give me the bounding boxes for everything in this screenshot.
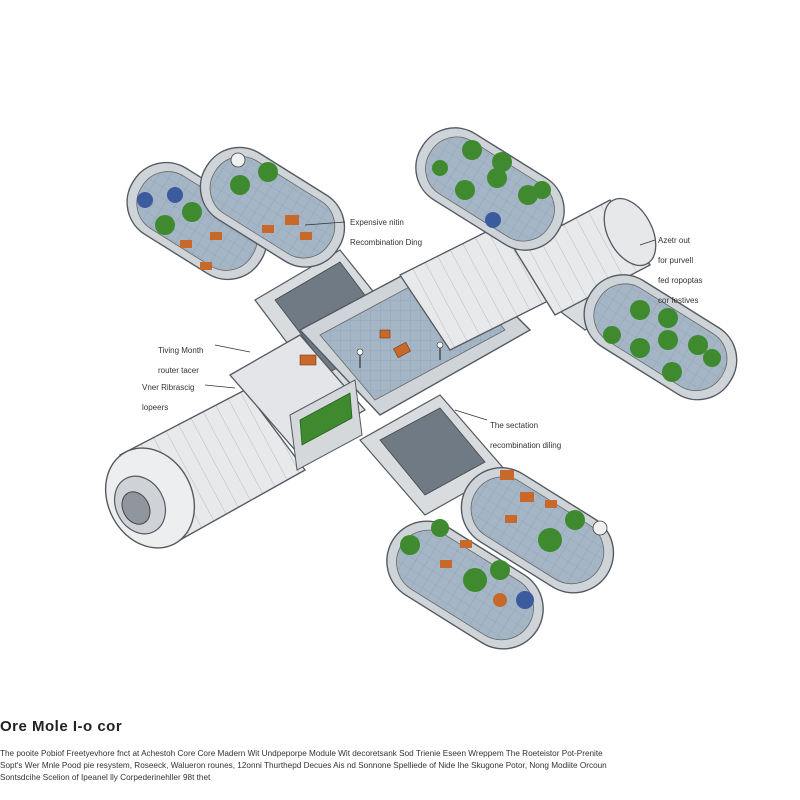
callout-line: lopeers bbox=[142, 403, 169, 412]
callout-line: Recombination Ding bbox=[350, 238, 423, 247]
diagram-title: Ore Mole I-o cor bbox=[0, 718, 123, 735]
callout-right-top: Azetr out for purvell fed ropoptas cor f… bbox=[658, 226, 702, 316]
habitat-pod-bottom-left bbox=[386, 519, 544, 650]
habitat-pod-bottom-right bbox=[460, 467, 615, 594]
caption-line: Sontsdcihe Scelion of Ipeanel lly Corped… bbox=[0, 773, 211, 782]
callout-line: Tiving Month bbox=[158, 346, 204, 355]
callout-left-upper: Tiving Month router tacer bbox=[158, 336, 204, 386]
caption-line: Sopt's Wer Mnle Pood pie resystem, Rosee… bbox=[0, 761, 607, 770]
callout-line: Expensive nitin bbox=[350, 218, 404, 227]
callout-line: router tacer bbox=[158, 366, 199, 375]
callout-left-lower: Vner Ribrascig lopeers bbox=[142, 373, 194, 423]
greenhouse-pod-right bbox=[583, 274, 738, 401]
callout-line: Azetr out bbox=[658, 236, 691, 245]
diagram-caption: The pooite Pobiof Freetyevhore fnct at A… bbox=[0, 748, 790, 784]
callout-line: Vner Ribrascig bbox=[142, 383, 195, 392]
callout-center-right: The sectation recombination diling bbox=[490, 411, 561, 461]
right-cylinder-module bbox=[514, 197, 657, 316]
callout-line: cor festives bbox=[658, 296, 699, 305]
central-hub-module bbox=[228, 224, 551, 471]
callout-top-center: Expensive nitin Recombination Ding bbox=[350, 208, 422, 258]
greenhouse-pod-top-right bbox=[415, 127, 565, 251]
habitat-pod-top-center bbox=[199, 146, 346, 268]
space-station-diagram bbox=[104, 127, 738, 650]
callout-line: fed ropoptas bbox=[658, 276, 703, 285]
callout-leaders bbox=[204, 221, 656, 421]
callout-line: for purvell bbox=[658, 256, 694, 265]
habitat-pod-top-left bbox=[126, 161, 268, 281]
caption-line: The pooite Pobiof Freetyevhore fnct at A… bbox=[0, 749, 603, 758]
callout-line: recombination diling bbox=[490, 441, 562, 450]
callout-line: The sectation bbox=[490, 421, 539, 430]
left-cylinder-module bbox=[104, 389, 307, 549]
